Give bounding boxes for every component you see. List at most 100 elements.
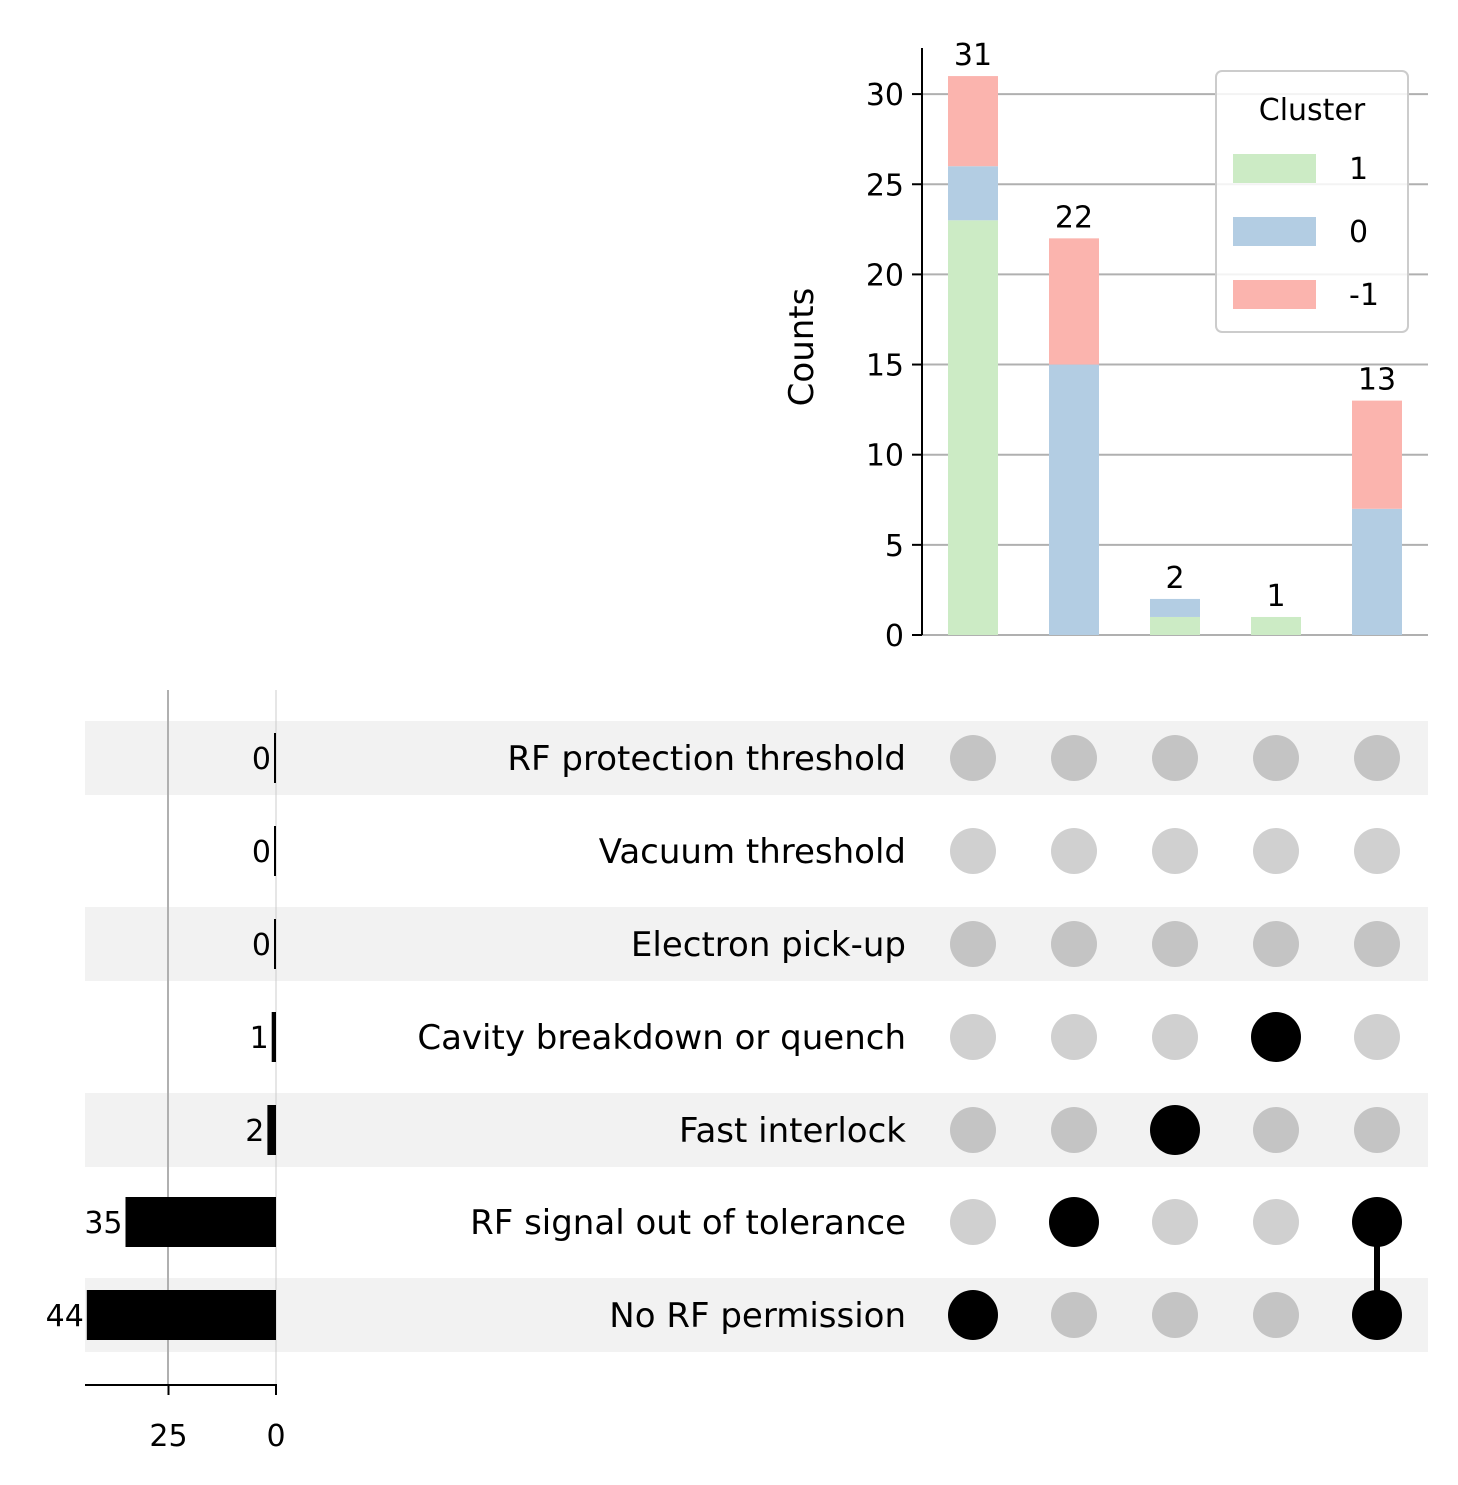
matrix-dot-inactive: [1051, 1014, 1097, 1060]
matrix-dot-inactive: [1253, 828, 1299, 874]
bar-segment-cluster-0: [948, 166, 998, 221]
matrix-dot-inactive: [1354, 1107, 1400, 1153]
bar-segment-cluster--1: [1352, 400, 1402, 509]
set-size-label: 2: [245, 1114, 264, 1149]
matrix-dot-inactive: [1253, 1199, 1299, 1245]
y-tick-label: 25: [866, 168, 904, 203]
y-tick-label: 30: [866, 78, 904, 113]
legend-swatch-0: [1233, 217, 1316, 246]
bar-total-label: 2: [1165, 561, 1184, 596]
legend-label: -1: [1349, 278, 1379, 313]
matrix-dot-inactive: [950, 1107, 996, 1153]
set-size-bar: [274, 733, 276, 783]
bar-segment-cluster--1: [948, 76, 998, 167]
matrix-dot-inactive: [1354, 828, 1400, 874]
matrix-dot-inactive: [1051, 1292, 1097, 1338]
set-x-tick-label: 25: [149, 1419, 187, 1454]
bar-segment-cluster-1: [1251, 616, 1301, 635]
matrix-dot-inactive: [1152, 828, 1198, 874]
bar-segment-cluster-0: [1150, 598, 1200, 617]
set-name-label: RF signal out of tolerance: [470, 1203, 906, 1243]
set-size-bar: [125, 1197, 276, 1247]
set-size-bar: [271, 1012, 276, 1062]
matrix-dot-active: [1049, 1197, 1099, 1247]
legend-label: 0: [1349, 215, 1368, 250]
set-size-bar: [274, 826, 276, 876]
legend-title: Cluster: [1259, 93, 1366, 128]
y-tick-label: 20: [866, 258, 904, 293]
matrix-dot-inactive: [1051, 1107, 1097, 1153]
bar-segment-cluster-1: [1150, 616, 1200, 635]
set-size-label: 0: [252, 835, 271, 870]
set-size-label: 0: [252, 742, 271, 777]
matrix-dot-active: [1352, 1197, 1402, 1247]
y-tick-label: 0: [885, 619, 904, 654]
legend-box: [1215, 70, 1409, 333]
matrix-row-shade: [85, 1093, 1428, 1167]
bar-segment-cluster-0: [1352, 508, 1402, 635]
set-size-label: 1: [250, 1021, 269, 1056]
matrix-row-shade: [85, 721, 1428, 795]
legend: Cluster 1 0 -1: [1215, 70, 1409, 333]
matrix-dot-inactive: [1354, 1014, 1400, 1060]
matrix-dot-inactive: [950, 921, 996, 967]
set-size-label: 35: [84, 1206, 122, 1241]
set-name-label: No RF permission: [609, 1296, 906, 1336]
matrix-dot-inactive: [1152, 1199, 1198, 1245]
matrix-dot-inactive: [1253, 1292, 1299, 1338]
matrix-dot-inactive: [1253, 921, 1299, 967]
matrix-dot-inactive: [1152, 1014, 1198, 1060]
bar-segment-cluster-0: [1049, 364, 1099, 635]
matrix-dot-inactive: [1152, 1292, 1198, 1338]
y-axis-label: Counts: [782, 288, 822, 407]
y-tick-label: 5: [885, 529, 904, 564]
intersection-bars: [948, 76, 1402, 635]
matrix-dot-inactive: [950, 735, 996, 781]
set-name-label: Cavity breakdown or quench: [417, 1018, 906, 1058]
bar-total-label: 31: [954, 38, 992, 73]
set-size-bar: [274, 919, 276, 969]
matrix-row-shade: [85, 1278, 1428, 1352]
matrix-dot-inactive: [1253, 1107, 1299, 1153]
legend-swatch-1: [1233, 154, 1316, 183]
y-axis: 0 5 10 15 20 25 30: [866, 48, 923, 654]
matrix-dot-inactive: [1051, 828, 1097, 874]
matrix-dot-inactive: [1354, 921, 1400, 967]
matrix-dot-active: [1352, 1290, 1402, 1340]
set-name-label: RF protection threshold: [507, 739, 906, 779]
legend-label: 1: [1349, 152, 1368, 187]
matrix-dot-active: [1251, 1012, 1301, 1062]
matrix-dot-active: [948, 1290, 998, 1340]
set-size-bar: [267, 1105, 276, 1155]
set-size-bar: [86, 1290, 276, 1340]
set-name-label: Fast interlock: [679, 1111, 906, 1151]
bar-total-label: 1: [1266, 579, 1285, 614]
legend-swatch--1: [1233, 280, 1316, 309]
set-name-label: Electron pick-up: [631, 925, 906, 965]
matrix-dot-inactive: [1152, 735, 1198, 781]
y-tick-label: 10: [866, 439, 904, 474]
matrix-row-shade: [85, 907, 1428, 981]
y-tick-label: 15: [866, 349, 904, 384]
bar-segment-cluster-1: [948, 220, 998, 635]
set-size-label: 44: [46, 1299, 84, 1334]
membership-matrix: [948, 735, 1402, 1340]
bar-total-label: 13: [1358, 363, 1396, 398]
matrix-dot-inactive: [1354, 735, 1400, 781]
set-size-label: 0: [252, 928, 271, 963]
bar-total-label: 22: [1055, 200, 1093, 235]
set-name-label: Vacuum threshold: [599, 832, 906, 872]
matrix-dot-inactive: [1051, 735, 1097, 781]
matrix-dot-inactive: [1152, 921, 1198, 967]
matrix-dot-active: [1150, 1105, 1200, 1155]
bar-segment-cluster--1: [1049, 238, 1099, 365]
set-x-tick-label: 0: [266, 1419, 285, 1454]
matrix-dot-inactive: [950, 828, 996, 874]
matrix-row-shading: [85, 721, 1428, 1352]
matrix-dot-inactive: [950, 1014, 996, 1060]
matrix-dot-inactive: [1253, 735, 1299, 781]
matrix-dot-inactive: [950, 1199, 996, 1245]
